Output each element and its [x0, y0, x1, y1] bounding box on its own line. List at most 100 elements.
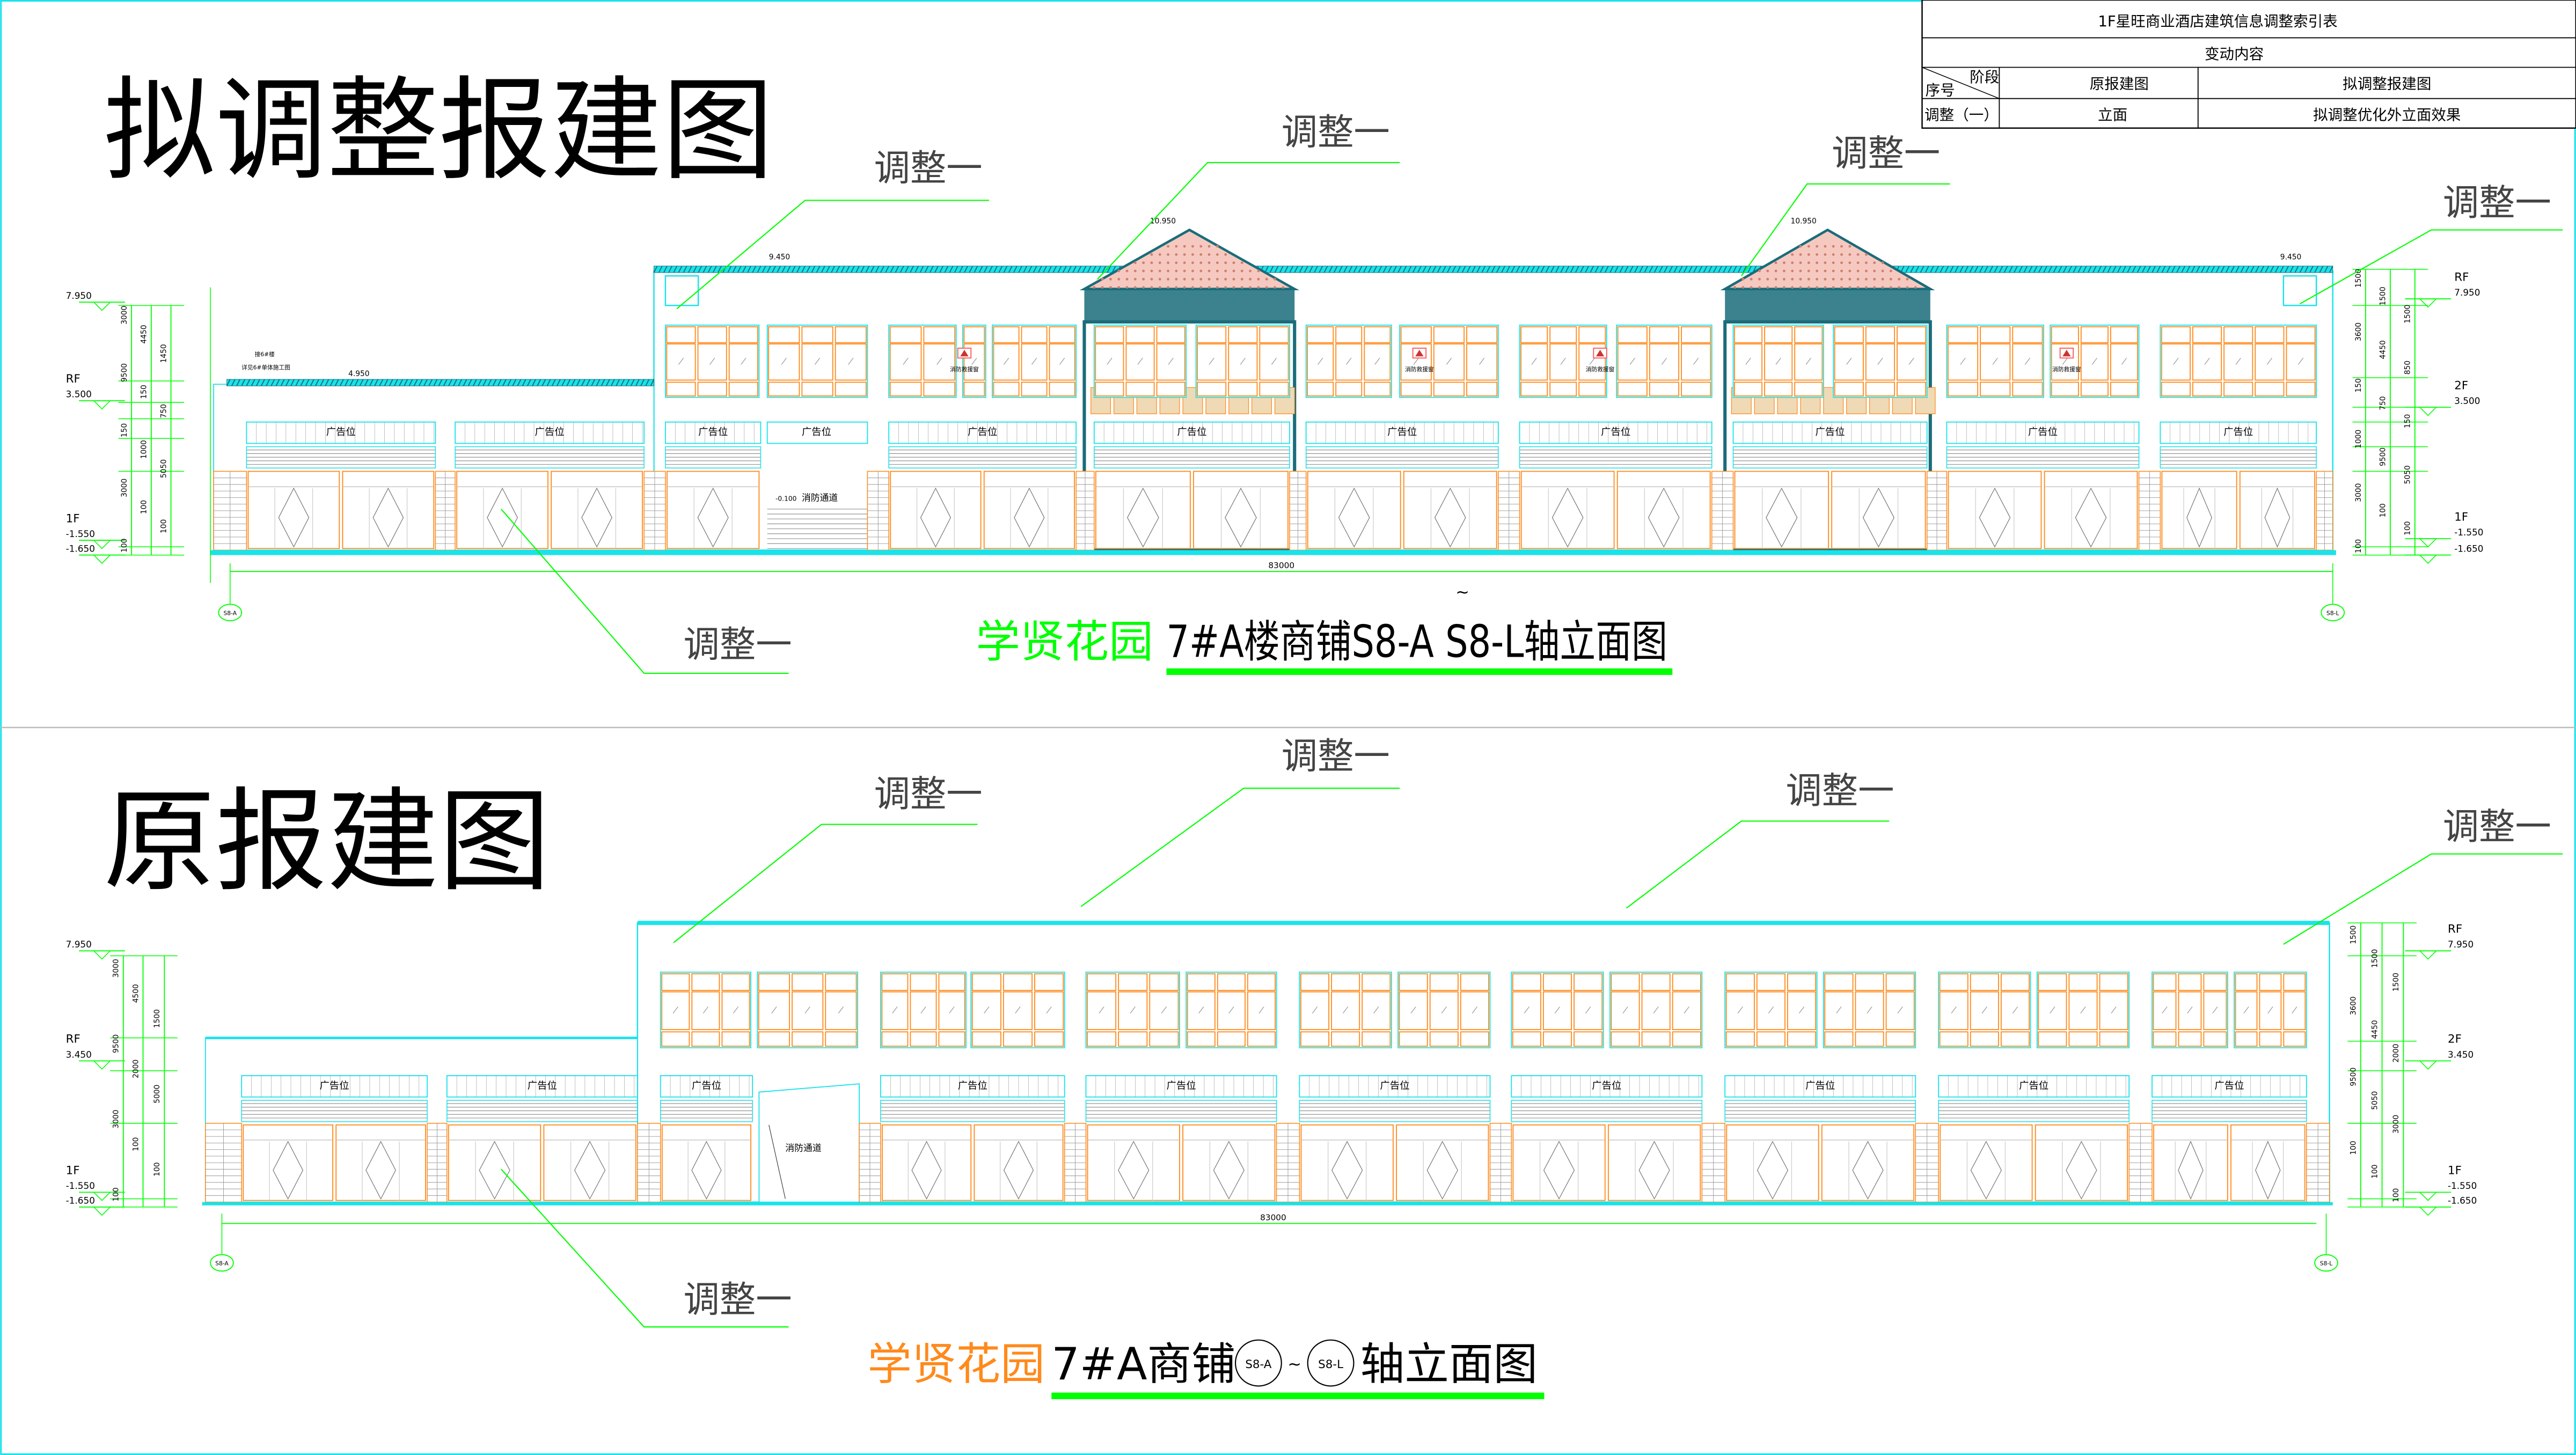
level-value: -1.550 — [2454, 527, 2483, 538]
dimension-text: 9500 — [112, 1034, 121, 1053]
window-pane — [1574, 1031, 1603, 1047]
shop-door-frame — [1095, 471, 1191, 549]
parapet-hatch — [546, 379, 551, 386]
level-marker — [2419, 950, 2438, 960]
window-pane — [2178, 991, 2202, 1031]
parapet-hatch — [1368, 266, 1372, 273]
glass-mark — [848, 357, 854, 365]
parapet-hatch — [989, 266, 993, 273]
parapet-hatch — [1422, 266, 1426, 273]
shop-door-frame — [667, 471, 760, 549]
table-row-original: 立面 — [2098, 106, 2127, 123]
gable-pattern — [1840, 253, 1843, 256]
dimension-text: 100 — [2350, 1141, 2358, 1155]
parapet-hatch — [625, 379, 630, 386]
glass-mark — [1373, 1006, 1379, 1013]
window-pane — [2235, 991, 2258, 1031]
shop-door-frame — [1831, 471, 1926, 549]
window-pane — [1118, 991, 1148, 1031]
level-marker — [2419, 538, 2438, 548]
parapet-hatch — [2048, 266, 2053, 273]
window-pane — [792, 1031, 824, 1047]
window-pane — [1649, 343, 1680, 381]
gable-pattern — [1257, 269, 1260, 273]
parapet-hatch — [359, 379, 364, 386]
shop-door-frame — [247, 471, 340, 549]
parapet-hatch — [1698, 266, 1703, 273]
window-pane — [2161, 326, 2191, 343]
ad-sign-label: 广告位 — [1177, 427, 1206, 438]
rolling-shutter — [2160, 446, 2317, 469]
table-col-proposed: 拟调整报建图 — [2343, 75, 2431, 92]
parapet-hatch — [1269, 266, 1274, 273]
dimension-text: 1500 — [2392, 973, 2401, 991]
glass-mark — [949, 1006, 955, 1013]
dimension-text: 3000 — [112, 959, 121, 978]
parapet-hatch — [1299, 266, 1304, 273]
parapet-hatch — [601, 379, 605, 386]
level-marker — [92, 554, 112, 564]
window-pane — [1617, 343, 1648, 381]
glass-door-diamond — [2178, 1141, 2204, 1200]
window-pane — [728, 326, 758, 343]
parapet-hatch — [2319, 266, 2324, 273]
parapet-hatch — [1565, 266, 1570, 273]
window-pane — [1641, 1031, 1671, 1047]
glass-door-diamond — [372, 487, 404, 548]
glass-mark — [1524, 1006, 1529, 1013]
window-pane — [1335, 343, 1363, 381]
glass-mark — [1258, 1006, 1264, 1013]
parapet-hatch — [399, 379, 403, 386]
parapet-hatch — [1924, 266, 1929, 273]
gable-pattern — [1240, 277, 1243, 281]
parapet-hatch — [286, 379, 290, 386]
rescue-triangle-icon — [2062, 349, 2071, 357]
shop-door-frame — [1403, 471, 1497, 549]
callout-leader — [676, 200, 989, 310]
parapet-hatch — [1688, 266, 1693, 273]
rolling-shutter — [455, 446, 645, 469]
dimension-text: 100 — [2354, 539, 2363, 553]
glass-door-diamond — [574, 1141, 606, 1200]
parapet-hatch — [1437, 266, 1441, 273]
gable-pattern — [1133, 277, 1137, 281]
window-pane — [938, 973, 965, 991]
original-caption-tilde: ~ — [1287, 1355, 1301, 1374]
window-pane — [993, 343, 1020, 381]
window-pane — [1087, 973, 1117, 991]
ad-sign-board — [888, 421, 1077, 444]
gable-pattern — [1782, 261, 1785, 264]
window-pane — [1649, 326, 1680, 343]
window-pane — [1399, 973, 1428, 991]
parapet-hatch — [394, 379, 398, 386]
parapet-hatch — [1703, 266, 1708, 273]
parapet-hatch — [2314, 266, 2319, 273]
gable-pattern — [1167, 277, 1169, 281]
glass-mark — [1446, 357, 1452, 365]
window-pane — [971, 973, 1001, 991]
parapet-hatch — [275, 379, 280, 386]
shop-door-frame — [1821, 1124, 1915, 1201]
window-pane — [1217, 973, 1246, 991]
rescue-triangle-icon — [1415, 349, 1424, 357]
window-pane — [768, 381, 800, 396]
window-pane — [2000, 1031, 2030, 1047]
parapet-hatch — [345, 379, 349, 386]
parapet-hatch — [2176, 266, 2180, 273]
window-pane — [963, 343, 985, 381]
parapet-hatch — [236, 379, 240, 386]
glass-door-diamond — [273, 1141, 304, 1200]
parapet-hatch — [742, 266, 747, 273]
parapet-hatch — [801, 266, 806, 273]
table-corner-diagonal — [1922, 67, 2000, 99]
window-pane — [666, 326, 696, 343]
gable-pattern — [1914, 286, 1917, 289]
gable-pattern — [1249, 277, 1252, 281]
window-pane — [792, 991, 824, 1031]
level-marker — [92, 302, 112, 311]
callout-leader — [501, 1169, 789, 1328]
dimension-text: 1000 — [140, 440, 149, 459]
parapet-hatch — [423, 379, 428, 386]
parapet-hatch — [241, 379, 246, 386]
